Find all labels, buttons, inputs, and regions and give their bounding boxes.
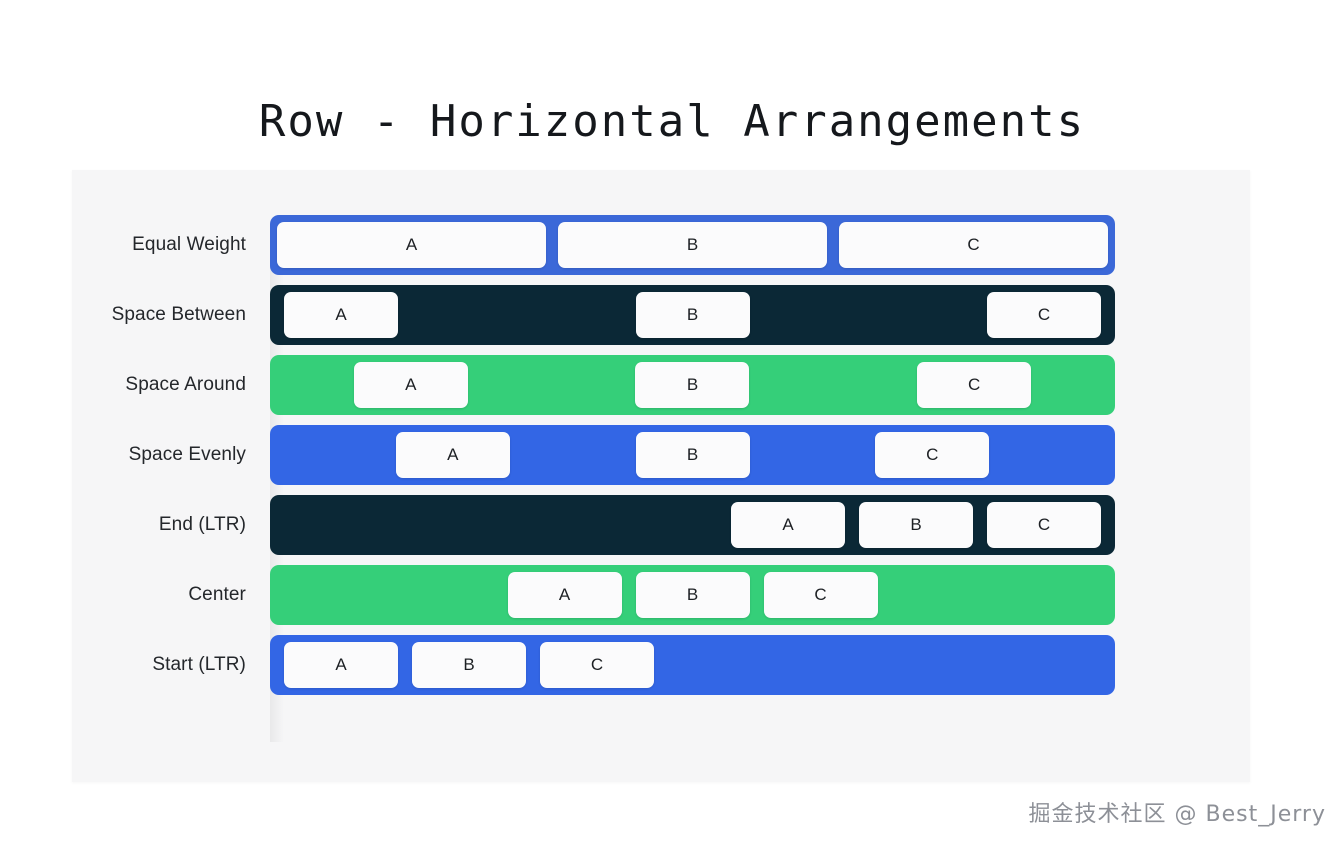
arrangement-item[interactable]: A: [507, 572, 622, 618]
arrangement-item[interactable]: C: [917, 362, 1032, 408]
arrangement-row-label: End (LTR): [158, 514, 246, 535]
arrangement-item[interactable]: C: [987, 292, 1101, 338]
arrangement-item[interactable]: C: [839, 222, 1108, 268]
arrangement-item[interactable]: A: [284, 642, 398, 688]
arrangement-item[interactable]: B: [635, 572, 750, 618]
arrangement-item[interactable]: C: [987, 502, 1101, 548]
arrangement-row: Space Between A B C: [72, 280, 1250, 350]
arrangement-item[interactable]: B: [558, 222, 827, 268]
arrangement-item[interactable]: A: [353, 362, 468, 408]
arrangement-track: A B C: [270, 285, 1115, 345]
arrangement-item[interactable]: B: [635, 362, 750, 408]
arrangement-row-label: Start (LTR): [152, 654, 246, 675]
watermark: 掘金技术社区 @ Best_Jerry: [1028, 802, 1326, 827]
arrangement-row: Space Evenly A B C: [72, 420, 1250, 490]
arrangement-item[interactable]: C: [875, 432, 990, 478]
arrangement-track: A B C: [270, 425, 1115, 485]
arrangement-item[interactable]: B: [635, 292, 750, 338]
arrangement-track-inner: A B C: [270, 355, 1115, 415]
arrangement-row-label: Space Between: [111, 304, 246, 325]
arrangement-item[interactable]: C: [763, 572, 878, 618]
arrangement-row-label: Space Evenly: [128, 444, 246, 465]
arrangement-row-label: Space Around: [125, 374, 246, 395]
page-title: Row - Horizontal Arrangements: [258, 96, 1086, 147]
arrangement-row-label: Equal Weight: [132, 234, 246, 255]
arrangement-row: Space Around A B C: [72, 350, 1250, 420]
arrangement-item[interactable]: B: [859, 502, 973, 548]
arrangement-item[interactable]: A: [284, 292, 398, 338]
arrangement-item[interactable]: A: [731, 502, 845, 548]
arrangement-track-inner: A B C: [270, 285, 1115, 345]
arrangement-item[interactable]: B: [412, 642, 526, 688]
arrangement-item[interactable]: A: [395, 432, 510, 478]
arrangement-item[interactable]: A: [277, 222, 546, 268]
arrangement-item[interactable]: C: [540, 642, 654, 688]
arrangement-track-inner: A B C: [270, 425, 1115, 485]
arrangement-track: A B C: [270, 355, 1115, 415]
arrangement-item[interactable]: B: [635, 432, 750, 478]
arrangement-row-label: Center: [188, 584, 246, 605]
